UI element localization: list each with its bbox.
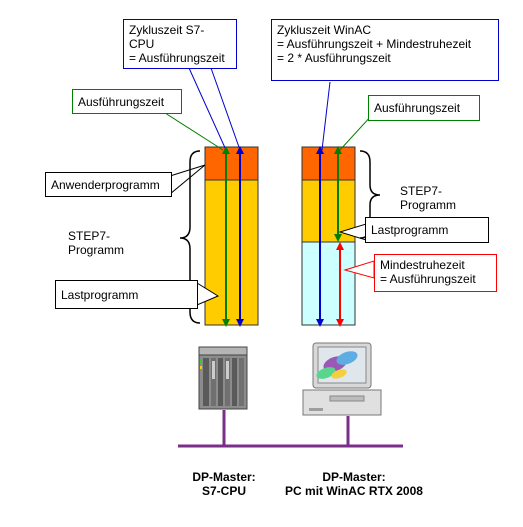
left-step7-label: STEP7- Programm [68,229,125,257]
right-lightblue-block [301,241,356,326]
right-arrows [316,146,344,327]
right-program-column [301,146,356,326]
left-step7-brace [179,150,201,324]
left-cycle-time-callout: Zykluszeit S7- CPU = Ausführungszeit [123,19,237,69]
left-device-caption: DP-Master: S7-CPU [192,470,256,498]
right-orange-block [301,146,356,181]
left-execution-time-callout: Ausführungszeit [72,89,182,114]
user-program-callout: Anwenderprogramm [45,172,172,197]
left-orange-block [204,146,259,181]
right-device-caption: DP-Master: PC mit WinAC RTX 2008 [285,470,423,498]
right-cycle-time-callout: Zykluszeit WinAC = Ausführungszeit + Min… [271,19,499,81]
left-program-column [204,146,259,326]
pc-workstation-icon [302,342,382,416]
s7-cpu-rack-icon [198,346,248,410]
profibus-lines [178,410,403,448]
left-load-program-callout: Lastprogramm [55,280,198,309]
left-arrows [222,146,244,327]
right-callout-connectors [321,81,375,279]
left-yellow-block [204,179,259,326]
right-execution-time-callout: Ausführungszeit [368,95,480,121]
min-rest-time-callout: Mindestruhezeit = Ausführungszeit [374,254,497,292]
right-step7-label: STEP7- Programm [400,184,457,212]
right-load-program-callout: Lastprogramm [365,217,489,243]
